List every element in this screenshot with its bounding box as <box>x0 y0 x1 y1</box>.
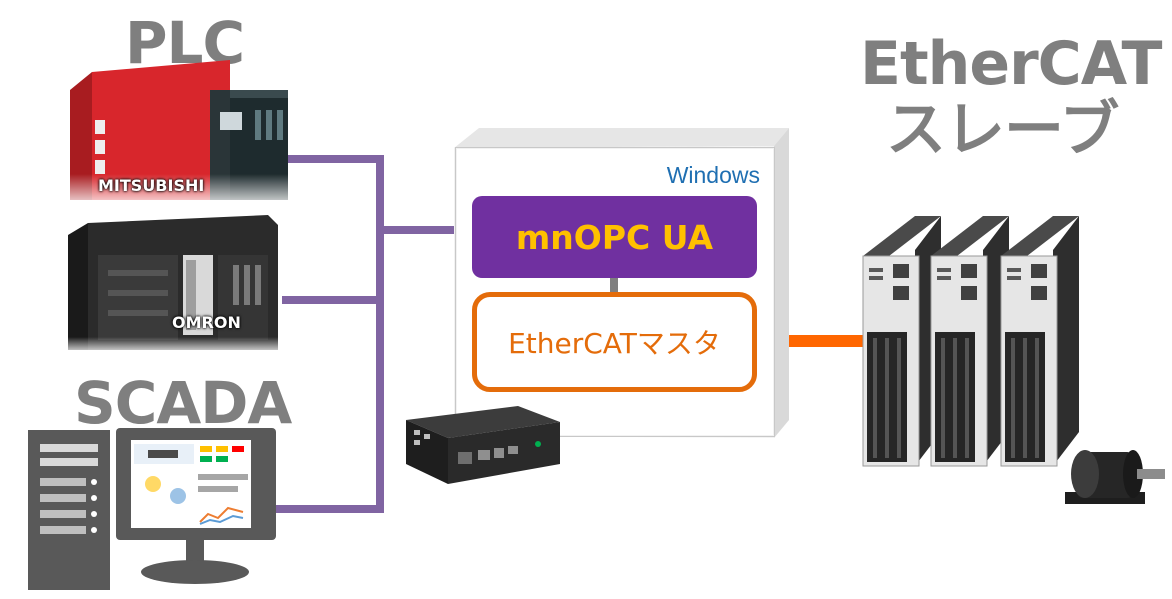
servo-motor <box>1065 450 1165 504</box>
network-line-scada <box>275 505 384 513</box>
servo-drive-2 <box>930 216 1009 467</box>
ethercat-master-box: EtherCATマスタ <box>472 292 757 392</box>
ethercat-master-label: EtherCATマスタ <box>508 327 721 360</box>
ethercat-slave-title-line2: スレーブ <box>886 95 1119 165</box>
omron-plc-image <box>68 215 288 355</box>
network-line-windows <box>376 226 456 234</box>
mnopc-ua-box: mnOPC UA <box>472 196 757 278</box>
network-trunk <box>376 155 384 513</box>
opc-master-connector <box>610 277 618 293</box>
network-line-omron <box>282 296 384 304</box>
ethercat-line <box>772 335 864 347</box>
ethercat-slave-title-line1: EtherCAT <box>860 29 1162 99</box>
ethercat-slave-drives-image <box>862 216 1165 504</box>
scada-computer-image <box>28 428 276 590</box>
omron-label: OMRON <box>172 313 241 332</box>
mitsubishi-plc-image <box>70 60 290 210</box>
servo-drive-1 <box>862 216 941 467</box>
mnopc-ua-label: mnOPC UA <box>515 217 714 257</box>
servo-drive-3 <box>1000 216 1079 467</box>
windows-label: Windows <box>666 162 760 188</box>
network-line-mitsubishi <box>282 155 384 163</box>
scada-title: SCADA <box>74 369 292 437</box>
industrial-pc-image <box>406 406 560 484</box>
mitsubishi-label: MITSUBISHI <box>98 176 205 195</box>
